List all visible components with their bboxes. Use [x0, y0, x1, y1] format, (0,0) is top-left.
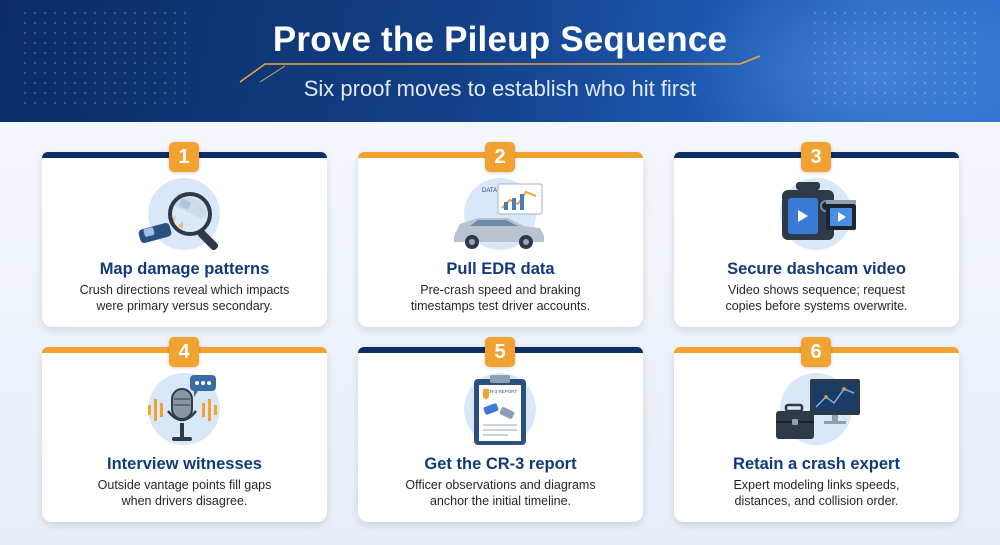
card-pull-edr: 2 DATA Pull EDR data Pre-crash speed and…: [358, 142, 643, 327]
card-title: Pull EDR data: [446, 260, 555, 278]
card-cr3-report: 5 CR-3 REPORT Get the CR-3 report Office…: [358, 337, 643, 522]
header-banner: Prove the Pileup Sequence Six proof move…: [0, 0, 1000, 122]
card-interview-witnesses: 4 Interview witnesses Outside vantage po…: [42, 337, 327, 522]
card-description: Video shows sequence; request copies bef…: [725, 283, 908, 313]
card-description: Crush directions reveal which impacts we…: [79, 283, 290, 313]
card-description: Officer observations and diagrams anchor…: [405, 478, 596, 508]
page-title: Prove the Pileup Sequence: [272, 20, 728, 59]
card-map-damage: 1 Map damage patterns Crush directions r…: [42, 142, 327, 327]
svg-text:DATA: DATA: [482, 188, 497, 194]
header-glow: [680, 0, 1000, 122]
car-data-icon: DATA: [450, 176, 550, 256]
step-badge: 1: [169, 142, 199, 172]
step-badge: 5: [485, 337, 515, 367]
step-badge: 2: [485, 142, 515, 172]
card-title: Secure dashcam video: [727, 260, 906, 278]
step-badge: 4: [169, 337, 199, 367]
card-description: Expert modeling links speeds, distances,…: [733, 478, 900, 508]
gold-accent-line: [239, 55, 761, 83]
card-title: Retain a crash expert: [733, 455, 900, 473]
card-description: Pre-crash speed and braking timestamps t…: [410, 283, 591, 313]
step-badge: 3: [801, 142, 831, 172]
clipboard-report-icon: CR-3 REPORT: [450, 371, 550, 451]
page-subtitle: Six proof moves to establish who hit fir…: [303, 76, 697, 101]
header-dot-pattern-left: [20, 8, 190, 108]
card-crash-expert: 6 Retain a crash expert Expert modeling …: [674, 337, 959, 522]
microphone-icon: [134, 371, 234, 451]
card-dashcam: 3 Secure dashcam video Video shows seque…: [674, 142, 959, 327]
briefcase-monitor-icon: [766, 371, 866, 451]
header-dot-pattern-right: [810, 8, 980, 108]
card-title: Map damage patterns: [99, 260, 270, 278]
step-badge: 6: [801, 337, 831, 367]
card-title: Get the CR-3 report: [424, 455, 577, 473]
svg-text:CR-3 REPORT: CR-3 REPORT: [487, 389, 518, 394]
card-title: Interview witnesses: [107, 455, 262, 473]
card-description: Outside vantage points fill gaps when dr…: [97, 478, 272, 508]
dashcam-icon: [766, 176, 866, 256]
magnifier-cars-icon: [134, 176, 234, 256]
